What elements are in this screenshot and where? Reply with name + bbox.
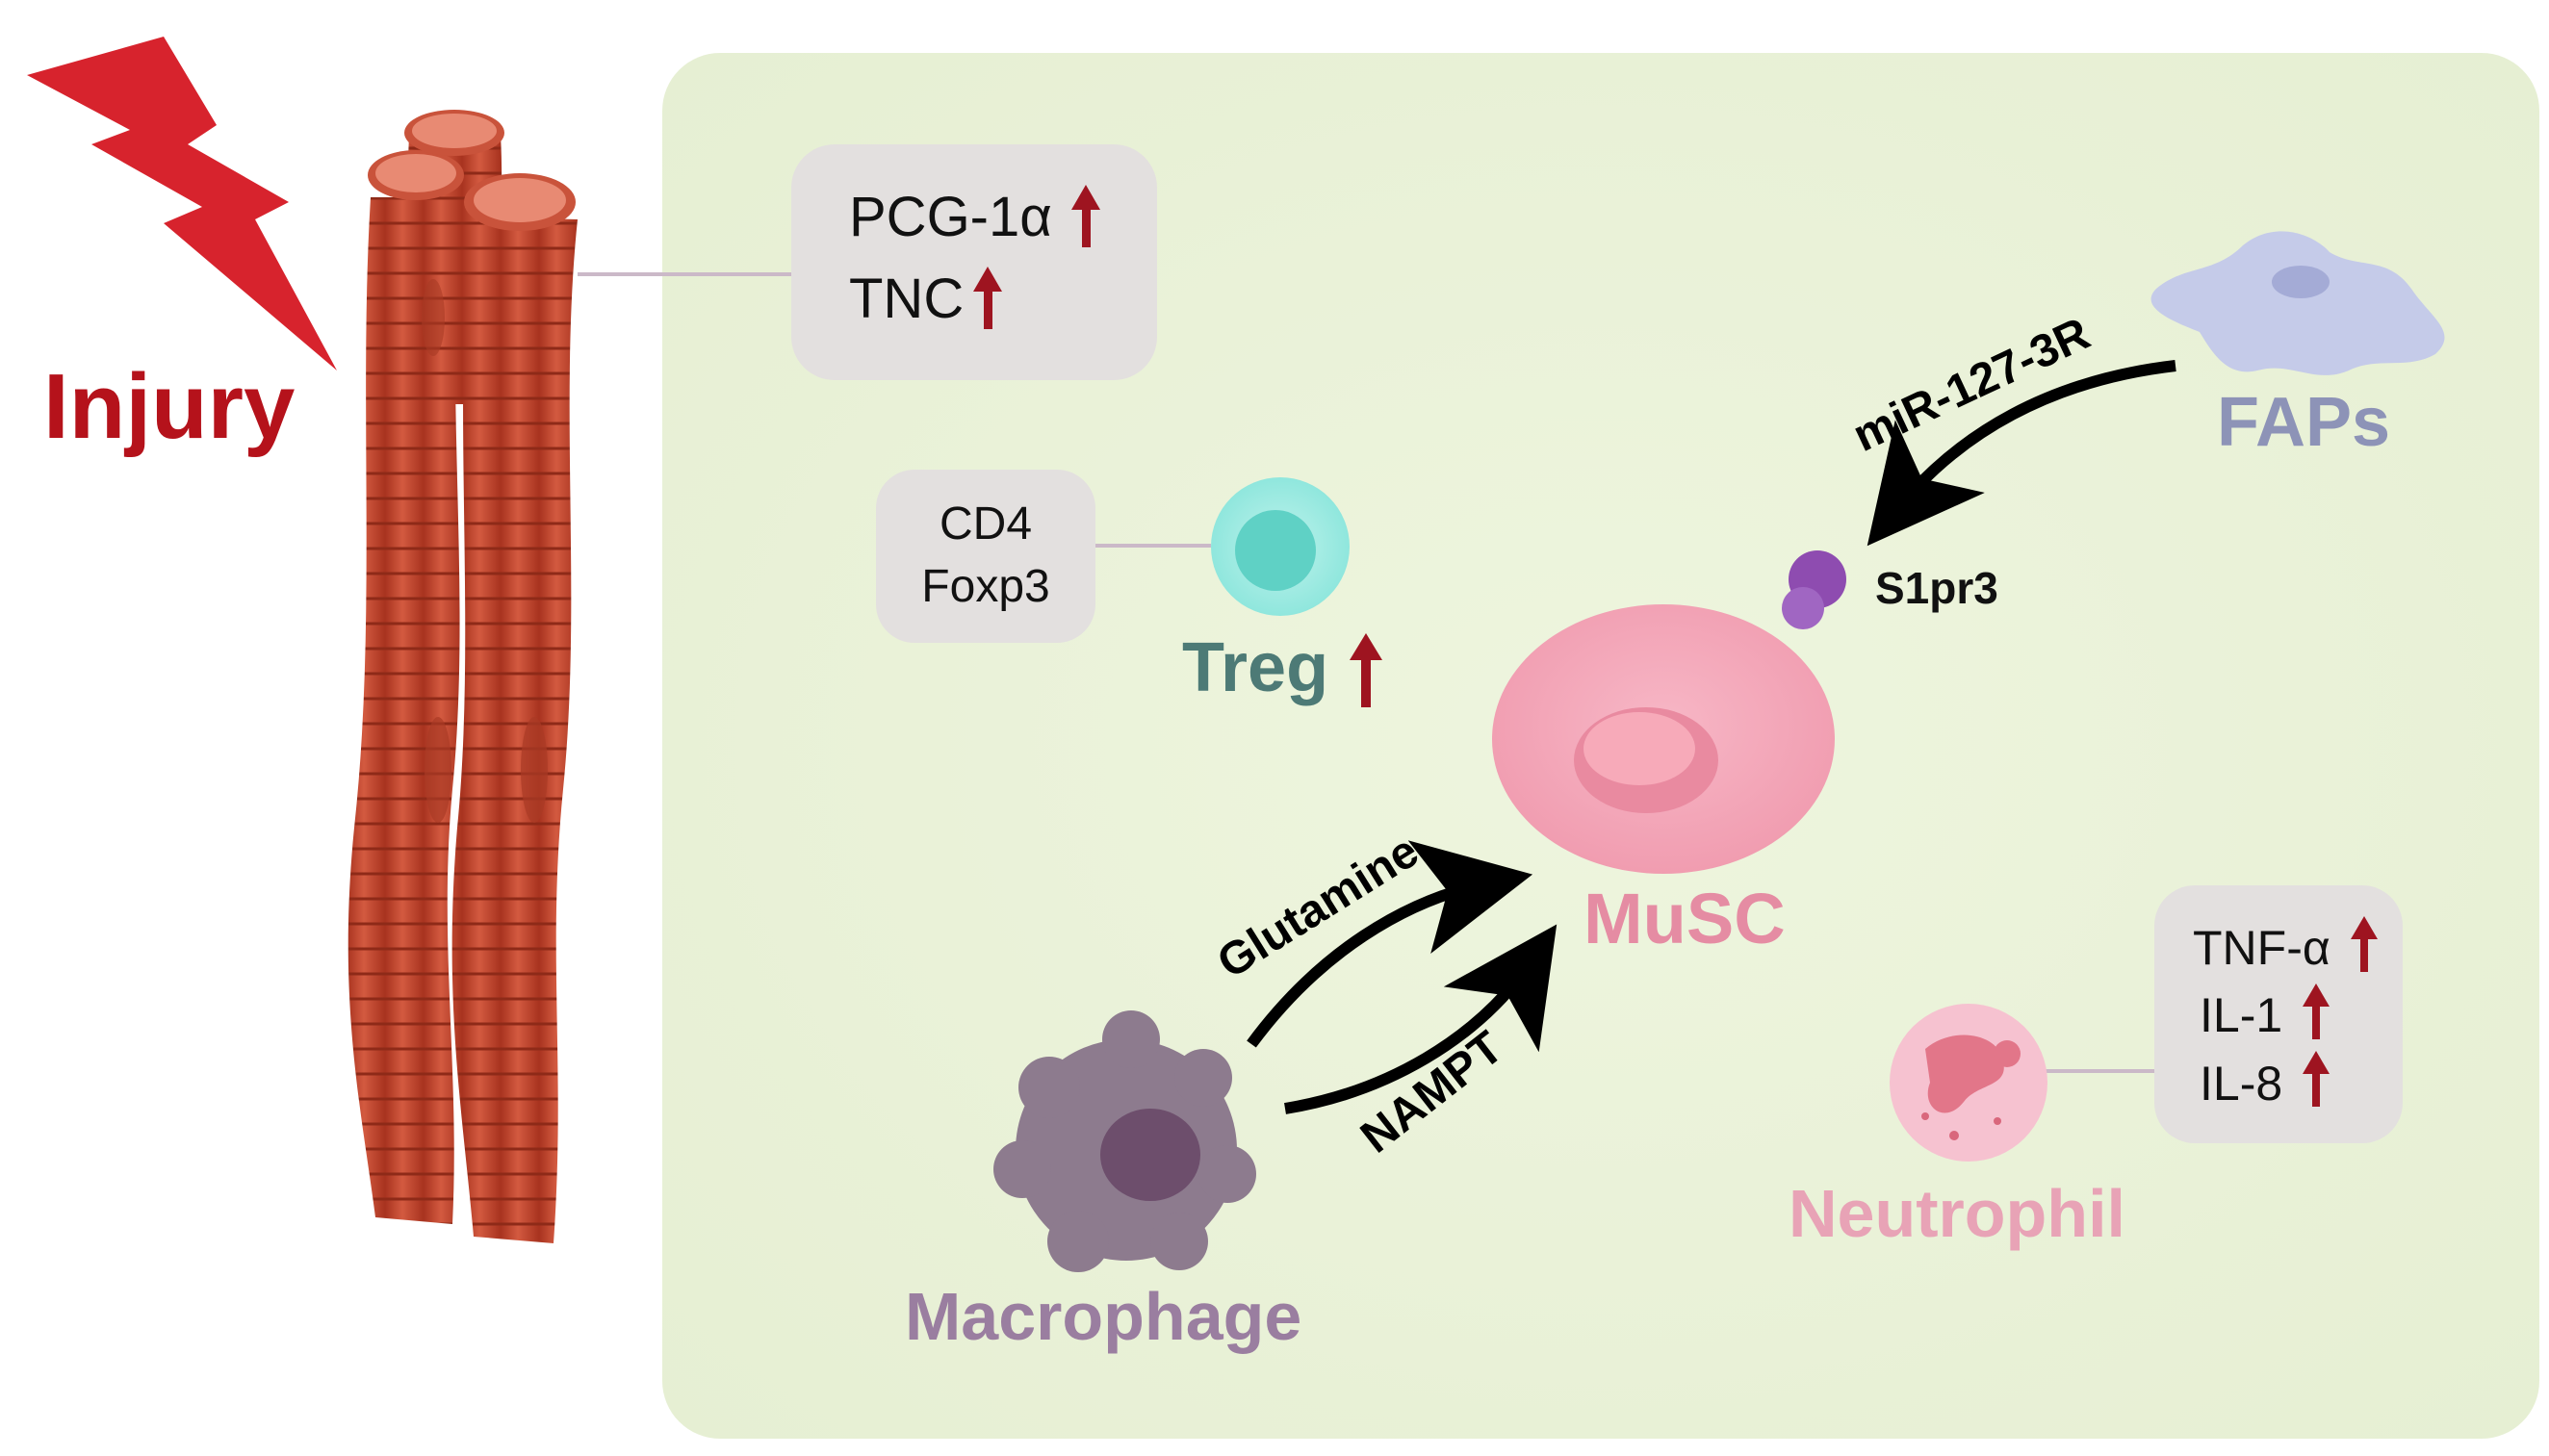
neutrophil-cell-icon [1890,1004,2047,1162]
up-arrow-icon [1350,633,1382,707]
pcg-label: PCG-1α [849,186,1052,248]
s1pr3-receptor-icon [1782,550,1846,629]
up-arrow-icon [2303,983,2330,1039]
up-arrow-icon [1071,185,1100,247]
tnc-label: TNC [849,268,964,330]
up-arrow-icon [2303,1051,2330,1107]
fiber-marker-box [791,144,1157,380]
il8-label: IL-8 [2200,1057,2282,1111]
s1pr3-label: S1pr3 [1875,563,1998,613]
musc-cell-icon [1492,604,1835,874]
il1-label: IL-1 [2200,988,2282,1042]
foxp3-label: Foxp3 [921,561,1049,612]
neutrophil-label: Neutrophil [1789,1176,2125,1251]
glutamine-arrow [1247,840,1533,1048]
mir-arrow [1867,360,2176,547]
faps-label: FAPs [2217,384,2390,461]
treg-marker-box [876,470,1095,643]
treg-label: Treg [1182,629,1328,706]
faps-cell-icon [2150,231,2445,375]
nampt-arrow [1284,924,1558,1114]
up-arrow-icon [973,267,1002,329]
musc-label: MuSC [1583,879,1786,958]
macrophage-cell-icon [993,1010,1256,1272]
up-arrow-icon [2351,916,2378,972]
muscle-fiber-icon [348,110,578,1243]
faps-nucleus-icon [2272,266,2330,298]
injury-label: Injury [43,355,295,458]
cd4-label: CD4 [940,498,1032,549]
treg-cell-icon [1211,477,1350,616]
tnf-label: TNF-α [2193,921,2330,975]
lightning-bolt-icon [27,37,337,370]
macrophage-label: Macrophage [905,1279,1301,1354]
neutrophil-cytokine-box [2154,885,2403,1143]
